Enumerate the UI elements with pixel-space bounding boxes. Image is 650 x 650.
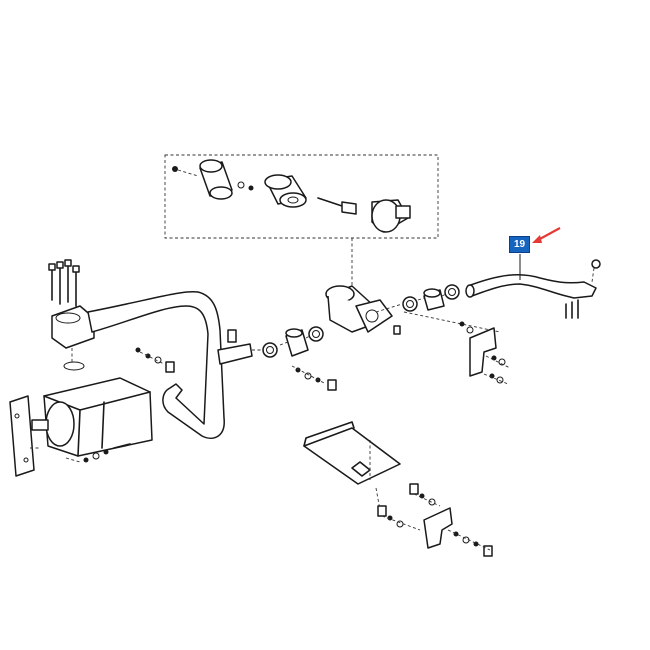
mounting-bracket-right [459, 321, 511, 385]
hardware-cluster-left [135, 347, 175, 373]
shield-plate [303, 421, 401, 511]
hose-coupling-left [252, 326, 337, 391]
part-callout-19: 19 [509, 236, 530, 253]
filter-assembly [325, 285, 403, 335]
mounting-bracket-lower [377, 483, 493, 557]
hose-coupling-right [402, 284, 501, 333]
callout-arrow [532, 227, 561, 243]
filter-inset-box [164, 154, 439, 290]
suction-tube [48, 259, 253, 439]
hydraulic-pump [9, 377, 153, 477]
pressure-tube-19 [465, 254, 601, 319]
